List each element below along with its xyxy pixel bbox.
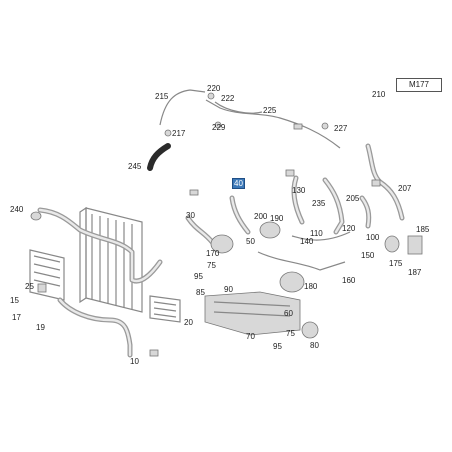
callout-220[interactable]: 220 xyxy=(207,84,221,93)
right-hose-group xyxy=(291,143,405,235)
callout-10[interactable]: 10 xyxy=(130,357,139,366)
left-hose-group xyxy=(37,195,351,358)
callout-225[interactable]: 225 xyxy=(263,106,277,115)
callout-80[interactable]: 80 xyxy=(310,341,319,350)
callout-245[interactable]: 245 xyxy=(128,162,142,171)
upper-bleed-line xyxy=(159,89,341,149)
callout-227[interactable]: 227 xyxy=(334,124,348,133)
callout-150[interactable]: 150 xyxy=(361,251,375,260)
callout-222[interactable]: 222 xyxy=(221,94,235,103)
center-components xyxy=(30,169,423,357)
callout-217[interactable]: 217 xyxy=(172,129,186,138)
callout-170[interactable]: 170 xyxy=(206,249,220,258)
callout-60[interactable]: 60 xyxy=(284,309,293,318)
callout-185[interactable]: 185 xyxy=(416,225,430,234)
callout-20[interactable]: 20 xyxy=(184,318,193,327)
callout-229[interactable]: 229 xyxy=(212,123,226,132)
callout-70[interactable]: 70 xyxy=(246,332,255,341)
callout-180[interactable]: 180 xyxy=(304,282,318,291)
callout-160[interactable]: 160 xyxy=(342,276,356,285)
callout-215[interactable]: 215 xyxy=(155,92,169,101)
callout-207[interactable]: 207 xyxy=(398,184,412,193)
callout-130[interactable]: 130 xyxy=(292,186,306,195)
callout-235[interactable]: 235 xyxy=(312,199,326,208)
callout-75[interactable]: 75 xyxy=(286,329,295,338)
callout-140[interactable]: 140 xyxy=(300,237,314,246)
callout-187[interactable]: 187 xyxy=(408,268,422,277)
dark-hose-245 xyxy=(147,143,171,171)
model-code-box: M177 xyxy=(396,78,442,92)
callout-190[interactable]: 190 xyxy=(270,214,284,223)
radiator xyxy=(79,206,143,313)
callout-95[interactable]: 95 xyxy=(273,342,282,351)
callout-120[interactable]: 120 xyxy=(342,224,356,233)
callout-50[interactable]: 50 xyxy=(246,237,255,246)
callout-90[interactable]: 90 xyxy=(224,285,233,294)
callout-100[interactable]: 100 xyxy=(366,233,380,242)
callout-30[interactable]: 30 xyxy=(186,211,195,220)
callout-25[interactable]: 25 xyxy=(25,282,34,291)
callout-19[interactable]: 19 xyxy=(36,323,45,332)
callout-175[interactable]: 175 xyxy=(389,259,403,268)
callout-95[interactable]: 95 xyxy=(194,272,203,281)
callout-205[interactable]: 205 xyxy=(346,194,360,203)
aux-radiators xyxy=(29,249,181,323)
callout-17[interactable]: 17 xyxy=(12,313,21,322)
callout-15[interactable]: 15 xyxy=(10,296,19,305)
callout-210[interactable]: 210 xyxy=(372,90,386,99)
callout-110[interactable]: 110 xyxy=(310,229,323,238)
callout-40[interactable]: 40 xyxy=(232,178,245,189)
callout-75[interactable]: 75 xyxy=(207,261,216,270)
callout-85[interactable]: 85 xyxy=(196,288,205,297)
callout-200[interactable]: 200 xyxy=(254,212,268,221)
callout-240[interactable]: 240 xyxy=(10,205,24,214)
